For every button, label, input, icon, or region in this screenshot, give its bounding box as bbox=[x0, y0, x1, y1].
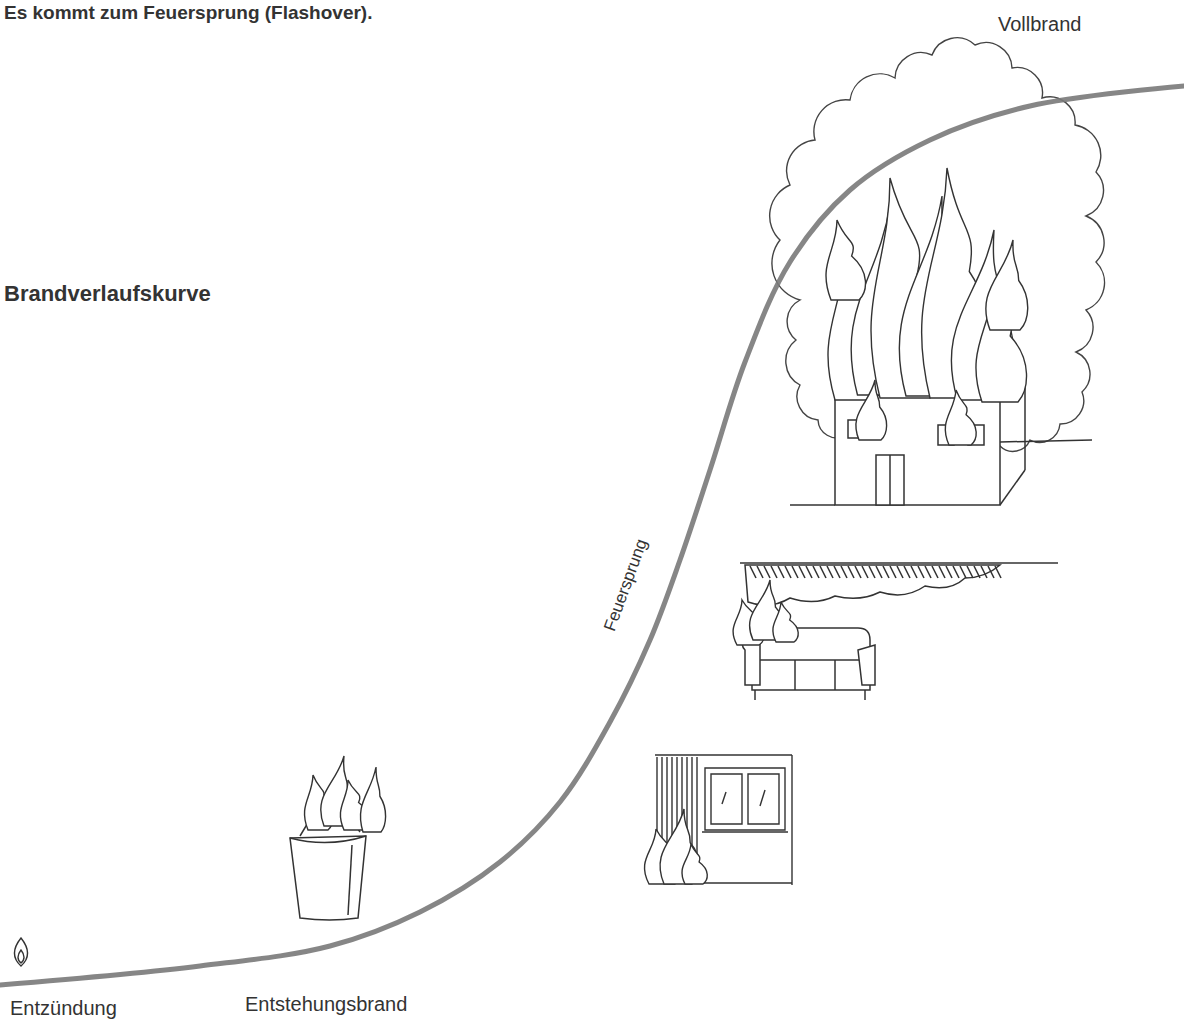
phase-label: Vollbrand bbox=[998, 12, 1081, 36]
flame-shape bbox=[945, 390, 976, 445]
smoke-hatch bbox=[932, 566, 938, 578]
smoke-hatch bbox=[771, 566, 777, 578]
smoke-hatch bbox=[918, 566, 924, 578]
smoke-hatch bbox=[960, 566, 966, 578]
flame-shape bbox=[826, 220, 866, 300]
sofa-drawing bbox=[834, 660, 836, 690]
wall-drawing bbox=[760, 790, 765, 806]
smoke-hatch bbox=[897, 566, 903, 578]
bin-flames bbox=[304, 756, 385, 832]
house-drawing bbox=[1024, 385, 1026, 470]
smoke-hatch bbox=[792, 566, 798, 578]
ignition-flame bbox=[15, 938, 28, 966]
smoke-hatch bbox=[848, 566, 854, 578]
wall-drawing bbox=[655, 754, 792, 755]
smoke-hatch bbox=[890, 566, 896, 578]
phase-label: Entzündung bbox=[10, 996, 117, 1020]
smoke-hatch bbox=[904, 566, 910, 578]
smoke-hatch bbox=[869, 566, 875, 578]
house-drawing bbox=[790, 504, 835, 506]
smoke-hatch bbox=[883, 566, 889, 578]
smoke-hatch bbox=[995, 566, 1001, 578]
smoke-hatch bbox=[813, 566, 819, 578]
diagram-title: Brandverlaufskurve bbox=[4, 281, 211, 307]
waste-bin bbox=[348, 845, 352, 915]
smoke-hatch bbox=[939, 566, 945, 578]
smoke-hatch bbox=[862, 566, 868, 578]
sofa-drawing bbox=[743, 640, 761, 685]
house-drawing bbox=[1000, 440, 1092, 442]
smoke-hatch bbox=[764, 566, 770, 578]
smoke-hatch bbox=[876, 566, 882, 578]
smoke-hatch bbox=[757, 566, 763, 578]
smoke-hatch bbox=[974, 566, 980, 578]
smoke-hatch bbox=[925, 566, 931, 578]
house-flames bbox=[826, 168, 1028, 445]
smoke-hatch bbox=[981, 566, 987, 578]
fire-curve bbox=[0, 86, 1184, 985]
sofa-drawing bbox=[745, 565, 1000, 605]
sofa-drawing bbox=[750, 566, 1001, 578]
flame-shape bbox=[773, 602, 798, 642]
sofa-flames bbox=[733, 580, 798, 645]
flame-shape bbox=[360, 767, 385, 832]
sofa-drawing bbox=[754, 690, 756, 700]
smoke-hatch bbox=[827, 566, 833, 578]
sofa-drawing bbox=[794, 660, 796, 690]
smoke-hatch bbox=[967, 566, 973, 578]
smoke-hatch bbox=[988, 566, 994, 578]
flame-shape bbox=[986, 240, 1028, 330]
sofa-drawing bbox=[740, 563, 1058, 700]
sofa-drawing bbox=[752, 659, 870, 661]
flame-shape bbox=[682, 844, 707, 884]
smoke-hatch bbox=[785, 566, 791, 578]
wall-drawing bbox=[748, 774, 779, 824]
wall-flames bbox=[644, 809, 707, 884]
phase-label: Entstehungsbrand bbox=[245, 992, 407, 1016]
house-drawing bbox=[1000, 470, 1025, 505]
smoke-hatch bbox=[946, 566, 952, 578]
heading-note: Es kommt zum Feuersprung (Flashover). bbox=[4, 2, 372, 25]
house-drawing bbox=[889, 455, 891, 505]
sofa-drawing bbox=[740, 562, 1058, 564]
wall-drawing bbox=[705, 768, 785, 830]
smoke-hatch bbox=[953, 566, 959, 578]
smoke-hatch bbox=[750, 566, 756, 578]
wall-drawing bbox=[722, 792, 726, 804]
smoke-hatch bbox=[855, 566, 861, 578]
wall-drawing bbox=[655, 755, 792, 885]
smoke-hatch bbox=[778, 566, 784, 578]
smoke-hatch bbox=[806, 566, 812, 578]
sofa-drawing bbox=[864, 690, 866, 700]
phase-label: Feuersprung bbox=[600, 536, 652, 634]
house-drawing bbox=[876, 455, 904, 505]
sofa-drawing bbox=[858, 645, 875, 685]
smoke-hatch bbox=[841, 566, 847, 578]
wall-drawing bbox=[791, 755, 792, 885]
waste-bin bbox=[290, 836, 366, 920]
waste-bin bbox=[290, 836, 366, 843]
smoke-hatch bbox=[834, 566, 840, 578]
smoke-hatch bbox=[799, 566, 805, 578]
wall-drawing bbox=[702, 831, 788, 832]
wall-drawing bbox=[711, 774, 742, 824]
smoke-hatch bbox=[820, 566, 826, 578]
ignition-flame bbox=[15, 938, 28, 966]
flame-shape bbox=[856, 380, 887, 440]
ignition-flame bbox=[18, 950, 24, 963]
smoke-hatch bbox=[911, 566, 917, 578]
